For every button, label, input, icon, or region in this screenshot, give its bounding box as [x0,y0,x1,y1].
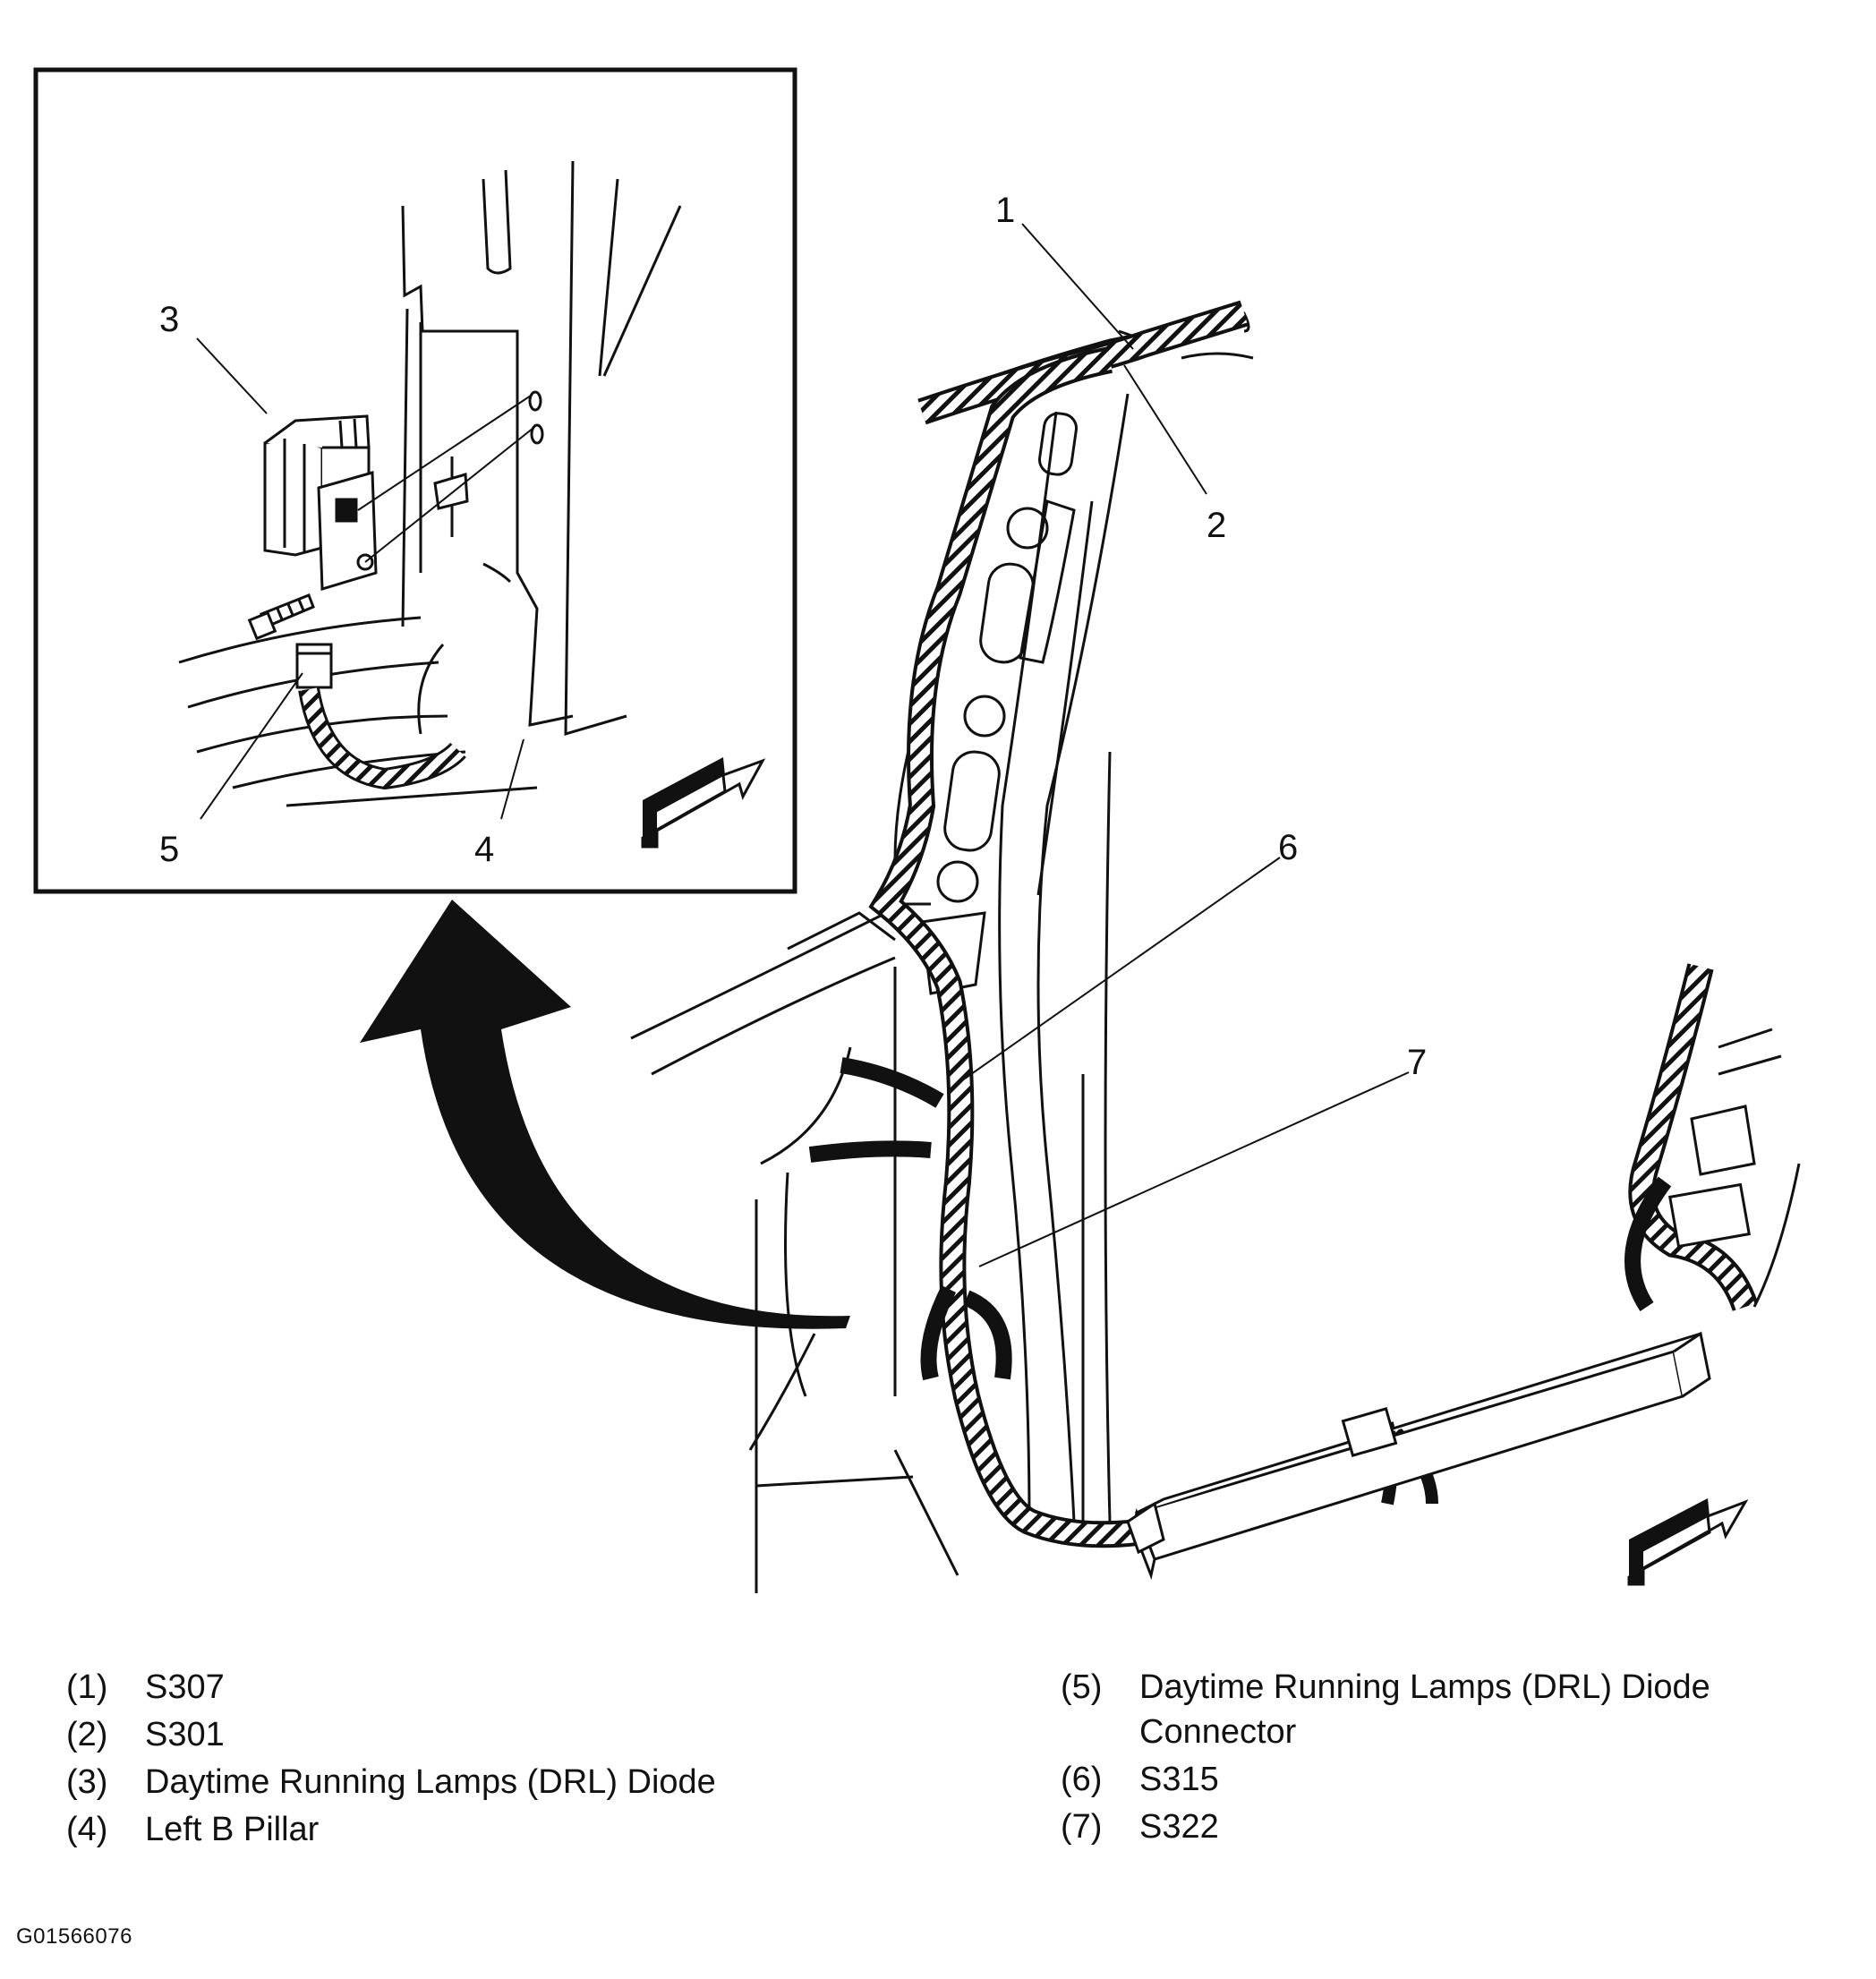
main-leader-lines [964,223,1410,1267]
callout-7: 7 [1407,1043,1427,1082]
main-wiring-harness [808,300,1759,1548]
callout-1: 1 [995,191,1015,230]
callout-3: 3 [159,300,179,339]
forward-arrow-icon [641,757,766,849]
legend-item-2: (2) S301 [66,1712,961,1757]
legend-text: Left B Pillar [145,1811,320,1848]
legend-text: S307 [145,1668,225,1706]
legend-item-5: (5) Daytime Running Lamps (DRL) Diode Co… [1061,1665,1848,1754]
callout-2: 2 [1207,506,1226,545]
figure-id: G01566076 [16,1924,132,1949]
legend-number: (2) [66,1716,108,1753]
legend-number: (3) [66,1763,108,1801]
legend-right-column: (5) Daytime Running Lamps (DRL) Diode Co… [1061,1665,1848,1852]
body-panels [630,902,959,1593]
rocker-wire-channel [1126,1331,1711,1581]
legend-item-7: (7) S322 [1061,1804,1848,1849]
inset-frame [33,67,797,894]
callout-4: 4 [474,830,494,869]
legend-text: S301 [145,1716,225,1753]
curved-arrow-icon [360,900,850,1329]
inset-detail: 3 5 4 [33,67,797,894]
legend-number: (4) [66,1811,108,1848]
mounting-bolt [247,593,315,641]
callout-6: 6 [1278,828,1298,867]
rear-harness-clip [1668,1028,1801,1308]
legend-text: S315 [1139,1761,1219,1798]
drl-diode-connector [295,643,466,790]
legend-number: (5) [1061,1668,1103,1706]
inset-leader-lines [196,337,524,820]
legend-text: S322 [1139,1808,1219,1846]
forward-arrow-icon [1627,1498,1749,1586]
legend-item-4: (4) Left B Pillar [66,1807,961,1852]
legend-item-6: (6) S315 [1061,1757,1848,1802]
legend-number: (7) [1061,1808,1103,1846]
diode-mount-bracket [317,390,544,591]
legend-number: (6) [1061,1761,1103,1798]
legend-text: Daytime Running Lamps (DRL) Diode Connec… [1139,1668,1710,1751]
legend-number: (1) [66,1668,108,1706]
legend-left-column: (1) S307 (2) S301 (3) Daytime Running La… [66,1665,961,1855]
legend-text: Daytime Running Lamps (DRL) Diode [145,1763,716,1801]
main-assembly: 1 2 6 7 [630,191,1801,1593]
callout-5: 5 [159,830,179,869]
legend-item-3: (3) Daytime Running Lamps (DRL) Diode [66,1760,961,1804]
legend-item-1: (1) S307 [66,1665,961,1710]
wiring-diagram: 3 5 4 [33,67,1801,1593]
